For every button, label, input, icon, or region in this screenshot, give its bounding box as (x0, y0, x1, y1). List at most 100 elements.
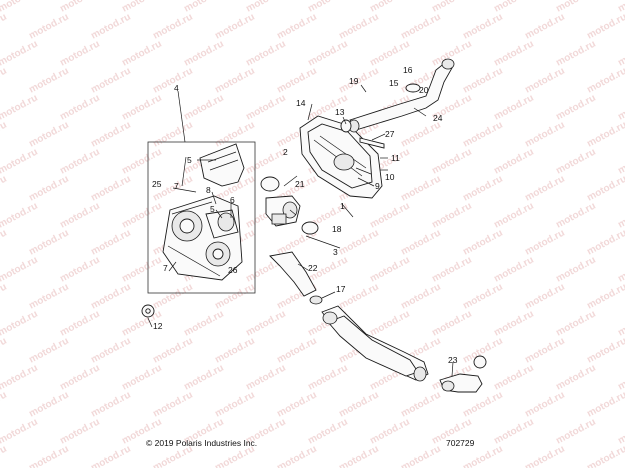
watermark-text: motod.ru (306, 417, 349, 447)
main-duct (321, 305, 429, 382)
watermark-text: motod.ru (492, 39, 535, 69)
watermark-text: motod.ru (244, 147, 287, 177)
clamp-16 (405, 83, 421, 93)
watermark-text: motod.ru (616, 255, 625, 285)
watermark-text: motod.ru (0, 0, 40, 15)
watermark-text: motod.ru (461, 120, 504, 150)
watermark-text: motod.ru (368, 417, 411, 447)
watermark-text: motod.ru (492, 93, 535, 123)
callout-24: 23 (448, 355, 458, 365)
watermark-text: motod.ru (27, 336, 70, 366)
watermark-text: motod.ru (554, 201, 597, 231)
watermark-text: motod.ru (151, 120, 194, 150)
watermark-text: motod.ru (399, 12, 442, 42)
callout-22: 21 (295, 179, 305, 189)
callout-15: 14 (296, 98, 306, 108)
watermark-text: motod.ru (306, 363, 349, 393)
elbow-hose (439, 355, 487, 393)
watermark-text: motod.ru (0, 417, 40, 447)
watermark-text: motod.ru (616, 309, 625, 339)
watermark-text: motod.ru (0, 12, 9, 42)
watermark-text: motod.ru (399, 174, 442, 204)
watermark-text: motod.ru (275, 336, 318, 366)
watermark-text: motod.ru (492, 255, 535, 285)
watermark-text: motod.ru (58, 39, 101, 69)
watermark-text: motod.ru (244, 93, 287, 123)
callout-16: 15 (389, 78, 399, 88)
callout-27: 26 (228, 265, 238, 275)
watermark-text: motod.ru (0, 228, 9, 258)
detail-box-leader (177, 90, 186, 143)
watermark-text: motod.ru (120, 147, 163, 177)
watermark-text: motod.ru (213, 390, 256, 420)
watermark-text: motod.ru (89, 390, 132, 420)
watermark-text: motod.ru (616, 147, 625, 177)
watermark-text: motod.ru (89, 282, 132, 312)
callout-2: 2 (283, 147, 288, 157)
watermark-text: motod.ru (368, 255, 411, 285)
watermark-text: motod.ru (27, 228, 70, 258)
watermark-text: motod.ru (616, 363, 625, 393)
watermark-text: motod.ru (151, 12, 194, 42)
watermark-text: motod.ru (523, 228, 566, 258)
watermark-text: motod.ru (616, 417, 625, 447)
watermark-text: motod.ru (275, 66, 318, 96)
watermark-text: motod.ru (89, 66, 132, 96)
washer-13 (141, 304, 155, 318)
watermark-text: motod.ru (399, 120, 442, 150)
watermark-text: motod.ru (461, 66, 504, 96)
watermark-text: motod.ru (337, 228, 380, 258)
callout-17: 16 (403, 65, 413, 75)
watermark-text: motod.ru (0, 444, 9, 468)
watermark-text: motod.ru (89, 444, 132, 468)
watermark-text: motod.ru (554, 363, 597, 393)
watermark-text: motod.ru (0, 147, 40, 177)
watermark-text: motod.ru (213, 336, 256, 366)
watermark-text: motod.ru (368, 201, 411, 231)
watermark-text: motod.ru (523, 336, 566, 366)
watermark-text: motod.ru (275, 444, 318, 468)
callout-26: 25 (152, 179, 162, 189)
watermark-text: motod.ru (120, 39, 163, 69)
watermark-text: motod.ru (461, 390, 504, 420)
watermark-text: motod.ru (58, 255, 101, 285)
watermark-text: motod.ru (554, 93, 597, 123)
watermark-text: motod.ru (120, 363, 163, 393)
watermark-text: motod.ru (0, 66, 9, 96)
watermark-text: motod.ru (523, 444, 566, 468)
watermark-text: motod.ru (0, 363, 40, 393)
callout-20: 19 (349, 76, 359, 86)
outlet-duct (205, 209, 239, 239)
watermark-text: motod.ru (120, 255, 163, 285)
watermark-text: motod.ru (0, 120, 9, 150)
watermark-text: motod.ru (399, 228, 442, 258)
watermark-text: motod.ru (27, 390, 70, 420)
watermark-text: motod.ru (27, 120, 70, 150)
figure-id: 702729 (446, 438, 475, 448)
watermark-text: motod.ru (0, 282, 9, 312)
watermark-text: motod.ru (244, 309, 287, 339)
watermark-text: motod.ru (430, 147, 473, 177)
watermark-text: motod.ru (492, 147, 535, 177)
watermark-text: motod.ru (0, 93, 40, 123)
watermark-text: motod.ru (213, 12, 256, 42)
watermark-text: motod.ru (89, 174, 132, 204)
intake-boot (260, 176, 319, 235)
watermark-text: motod.ru (182, 39, 225, 69)
watermark-text: motod.ru (585, 390, 625, 420)
watermark-text: motod.ru (244, 39, 287, 69)
clutch-outer-cover (299, 115, 383, 199)
watermark-text: motod.ru (616, 93, 625, 123)
watermark-text: motod.ru (430, 309, 473, 339)
watermark-text: motod.ru (337, 66, 380, 96)
watermark-text: motod.ru (275, 12, 318, 42)
callout-13: 12 (153, 321, 163, 331)
callout-14: 13 (335, 107, 345, 117)
watermark-text: motod.ru (275, 390, 318, 420)
watermark-text: motod.ru (616, 201, 625, 231)
watermark-text: motod.ru (337, 390, 380, 420)
watermark-text: motod.ru (0, 390, 9, 420)
callout-9: 8 (206, 185, 211, 195)
callout-12: 11 (391, 153, 400, 163)
watermark-text: motod.ru (213, 282, 256, 312)
